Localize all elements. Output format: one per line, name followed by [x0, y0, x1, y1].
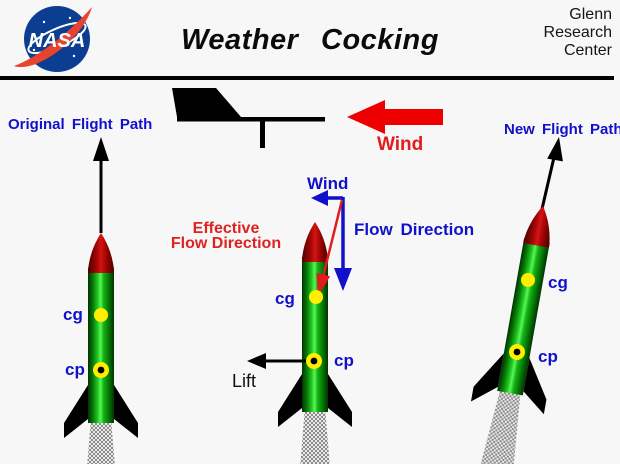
header-divider: [0, 76, 614, 80]
org-line-3: Center: [563, 42, 612, 59]
wind-arrow: [347, 100, 443, 134]
effective-flow-direction-label: Effective Flow Direction: [155, 220, 297, 252]
rocket-right: [459, 199, 580, 464]
cp-label-right: cp: [538, 347, 558, 366]
wind-label: Wind: [377, 134, 424, 155]
lift-label: Lift: [232, 371, 257, 391]
wind-vector-label: Wind: [307, 174, 349, 193]
flow-direction-arrow: [334, 197, 352, 291]
rocket-middle: [278, 222, 352, 464]
original-flight-path-label: Original Flight Path: [8, 116, 153, 133]
cp-marker-left: [93, 362, 109, 378]
nasa-logo-text: NASA: [29, 30, 86, 52]
nasa-logo: NASA: [14, 6, 92, 72]
weather-vane-icon: [172, 88, 325, 148]
page-title: Weather Cocking: [181, 24, 439, 56]
cg-marker-left: [94, 308, 108, 322]
org-name: Glenn Research Center: [544, 6, 612, 60]
cp-label-middle: cp: [334, 351, 354, 370]
cp-label-left: cp: [65, 360, 85, 379]
org-line-1: Glenn: [569, 6, 612, 23]
flow-direction-label: Flow Direction: [354, 220, 475, 239]
org-line-2: Research: [543, 24, 612, 41]
cp-marker-middle: [306, 353, 322, 369]
effective-flow-line-2: Flow Direction: [170, 235, 282, 252]
cp-marker-right: [509, 344, 525, 360]
effective-flow-line-1: Effective: [192, 220, 260, 237]
cg-marker-right: [521, 273, 535, 287]
wind-vector-arrow: [311, 190, 343, 206]
new-flight-path-label: New Flight Path: [504, 121, 620, 138]
original-flight-path-arrow: [93, 137, 109, 233]
effective-flow-arrow: [316, 199, 344, 296]
cg-marker-middle: [309, 290, 323, 304]
cg-label-right: cg: [548, 273, 568, 292]
cg-label-middle: cg: [275, 289, 295, 308]
new-flight-path-arrow: [540, 137, 563, 210]
lift-arrow: [247, 353, 313, 369]
cg-label-left: cg: [63, 305, 83, 324]
rocket-left: [64, 233, 138, 464]
